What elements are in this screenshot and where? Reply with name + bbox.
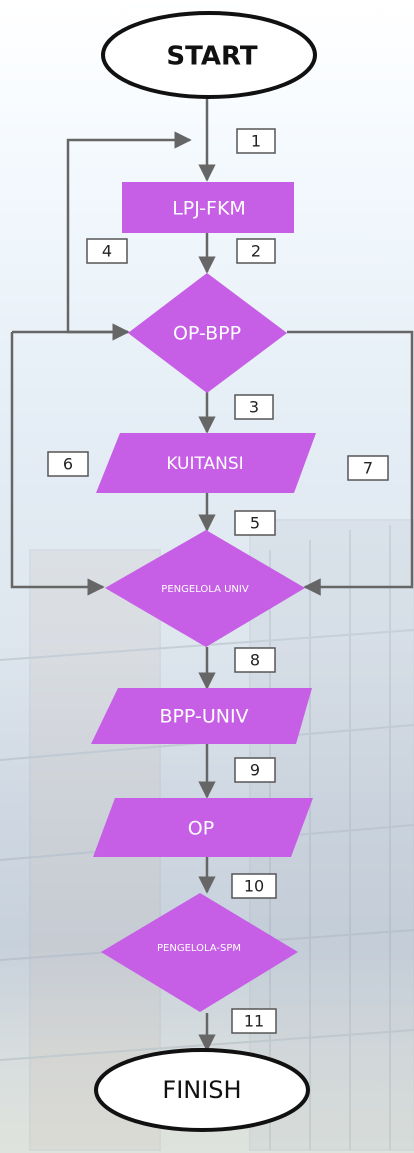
- step-box-8: 8: [234, 647, 276, 673]
- step-number: 9: [250, 761, 260, 780]
- step-number: 1: [251, 132, 261, 151]
- step-box-4: 4: [86, 238, 128, 264]
- lpj-fkm-label: LPJ-FKM: [172, 198, 246, 220]
- step-number: 4: [102, 242, 112, 261]
- pengelola-univ-label: PENGELOLA UNIV: [161, 584, 249, 595]
- step-box-10: 10: [231, 873, 277, 899]
- step-number: 2: [251, 242, 261, 261]
- start-terminal: START: [101, 11, 317, 99]
- arrow-loop-step-6: [10, 332, 105, 596]
- step-box-2: 2: [236, 238, 276, 264]
- arrow-loop-step-7: [287, 330, 414, 596]
- op-bpp-label: OP-BPP: [173, 323, 241, 345]
- step-number: 7: [363, 459, 373, 478]
- step-box-6: 6: [47, 451, 89, 477]
- step-number: 6: [63, 455, 73, 474]
- pengelola-spm-label: PENGELOLA-SPM: [157, 943, 241, 954]
- connectors: [10, 95, 414, 1052]
- step-number: 8: [250, 651, 260, 670]
- step-number: 11: [244, 1012, 264, 1031]
- kuitansi-node: KUITANSI: [96, 433, 316, 493]
- step-box-5: 5: [234, 510, 276, 536]
- step-number: 10: [244, 877, 264, 896]
- op-label: OP: [188, 818, 214, 840]
- step-number-boxes: 1 2 4 3 6 7 5: [47, 128, 389, 1034]
- step-number: 5: [250, 514, 260, 533]
- step-box-7: 7: [347, 455, 389, 481]
- op-bpp-node: OP-BPP: [128, 273, 287, 393]
- step-box-9: 9: [234, 757, 276, 783]
- step-box-11: 11: [231, 1008, 277, 1034]
- op-node: OP: [93, 798, 313, 857]
- step-box-3: 3: [234, 394, 274, 420]
- finish-label: FINISH: [162, 1076, 241, 1104]
- bpp-univ-node: BPP-UNIV: [91, 688, 312, 744]
- bpp-univ-label: BPP-UNIV: [159, 706, 248, 728]
- start-label: START: [166, 42, 257, 72]
- step-box-1: 1: [236, 128, 276, 154]
- step-number: 3: [249, 398, 259, 417]
- pengelola-spm-node: PENGELOLA-SPM: [101, 893, 298, 1012]
- finish-terminal: FINISH: [94, 1048, 310, 1132]
- lpj-fkm-node: LPJ-FKM: [122, 182, 294, 233]
- pengelola-univ-node: PENGELOLA UNIV: [105, 530, 305, 647]
- kuitansi-label: KUITANSI: [166, 454, 243, 474]
